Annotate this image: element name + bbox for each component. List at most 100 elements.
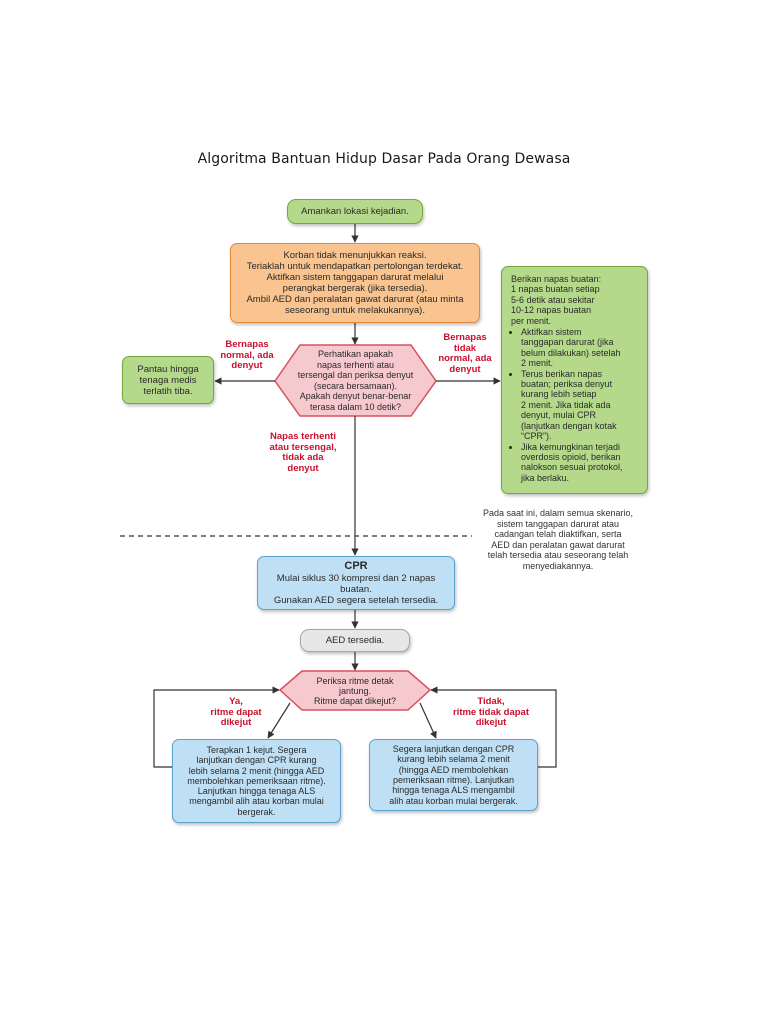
secure-location-box: Amankan lokasi kejadian. [287,199,423,224]
check-line: (secara bersamaan). [313,380,398,391]
check-line: tersengal dan periksa denyut [297,370,414,380]
label-nonshockable: Tidak, ritme tidak dapat dikejut [436,696,546,729]
nonshockable-line: alih atau korban mulai bergerak. [389,795,518,806]
breathing-intro-line: 1 napas buatan setiap [511,284,600,295]
label-line: Bernapas [225,339,269,350]
note-line: cadangan telah diaktifkan, serta [494,529,622,539]
unresponsive-line: seseorang untuk melakukannya). [285,305,425,316]
label-line: dikejut [220,717,252,728]
label-line: Napas terhenti [270,431,336,442]
monitor-line: tenaga medis [139,374,197,386]
rhythm-line: jantung. [338,685,372,696]
label-normal-pulse: Bernapas normal, ada denyut [214,339,280,372]
cpr-title: CPR [344,560,368,572]
unresponsive-line: Korban tidak menunjukkan reaksi. [283,250,427,261]
shockable-line: mengambil alih atau korban mulai [189,796,324,807]
check-decision-text: Perhatikan apakah napas terhenti atau te… [290,346,421,415]
unresponsive-line: Teriaklah untuk mendapatkan pertolongan … [246,261,464,272]
bullet-line: nalokson sesuai protokol, [521,462,623,473]
loop-shockable-to-rhythm [153,686,280,768]
nonshockable-line: (hingga AED membolehkan [398,764,509,775]
bullet-line: 2 menit. [521,358,554,369]
breathing-intro-line: Berikan napas buatan: [511,274,602,284]
note-line: AED dan peralatan gawat darurat [491,539,625,550]
label-line: denyut [231,360,263,371]
label-no-breath: Napas terhenti atau tersengal, tidak ada… [258,431,348,474]
note-line: telah tersedia atau seseorang telah [487,550,629,560]
label-shockable: Ya, ritme dapat dikejut [196,696,276,729]
bullet-line: (lanjutkan dengan kotak [521,420,617,431]
scenario-note: Pada saat ini, dalam semua skenario, sis… [468,508,648,571]
unresponsive-line: Aktifkan sistem tanggapan darurat melalu… [266,272,444,283]
loop-nonshockable-to-rhythm [430,686,557,768]
breathing-bullet: Terus berikan napas buatan; periksa deny… [521,369,623,442]
label-line: ritme tidak dapat [452,706,530,718]
bullet-line: overdosis opioid, berikan [521,451,621,462]
bullet-line: tanggapan darurat (jika [521,337,614,348]
breathing-intro-line: per menit. [511,315,552,326]
bullet-line: Aktifkan sistem [521,327,582,338]
bullet-line: Terus berikan napas [521,368,603,379]
label-line: tidak ada [282,452,324,463]
check-line: napas terhenti atau [316,359,395,370]
shockable-line: Terapkan 1 kejut. Segera [206,744,307,755]
page-title: Algoritma Bantuan Hidup Dasar Pada Orang… [197,151,571,167]
nonshockable-line: Segera lanjutkan dengan CPR [392,744,515,755]
monitor-box: Pantau hingga tenaga medis terlatih tiba… [122,356,214,404]
secure-location-text: Amankan lokasi kejadian. [301,206,409,217]
bullet-line: buatan; periksa denyut [521,379,613,390]
bullet-line: “CPR”). [521,431,552,442]
nonshockable-line: hingga tenaga ALS mengambil [392,785,515,796]
shockable-line: Lanjutkan hingga tenaga ALS [197,786,316,797]
cpr-box: CPR Mulai siklus 30 kompresi dan 2 napas… [257,556,455,610]
monitor-line: terlatih tiba. [143,385,193,397]
note-line: sistem tanggapan darurat atau [496,518,620,529]
shockable-line: lanjutkan dengan CPR kurang [196,755,317,766]
breathing-bullet: Aktifkan sistem tanggapan darurat (jika … [521,327,623,369]
cpr-line: Gunakan AED segera setelah tersedia. [273,595,439,606]
edge-rhythm-to-shockable [267,702,291,739]
breathing-intro-line: 5-6 detik atau sekitar [511,294,595,305]
nonshockable-action-box: Segera lanjutkan dengan CPR kurang lebih… [369,739,538,811]
note-line: Pada saat ini, dalam semua skenario, [482,508,634,518]
label-line: Tidak, [477,696,505,707]
edge-rhythm-to-nonshockable [419,702,437,739]
check-line: terasa dalam 10 detik? [309,401,402,412]
shockable-line: bergerak. [237,806,276,817]
breathing-bullet: Jika kemungkinan terjadi overdosis opioi… [521,442,623,484]
rhythm-decision-diamond [278,670,432,711]
breathing-bullet-list: Aktifkan sistem tanggapan darurat (jika … [511,327,623,483]
label-line: atau tersengal, [269,441,337,453]
shockable-line: membolehkan pemeriksaan ritme). [187,775,326,786]
nonshockable-line: pemeriksaan ritme). Lanjutkan [392,775,515,785]
shockable-action-box: Terapkan 1 kejut. Segera lanjutkan denga… [172,739,341,823]
bullet-line: denyut, mulai CPR [521,410,597,421]
label-line: denyut [287,462,319,474]
monitor-line: Pantau hingga [137,363,199,375]
cpr-line: buatan. [340,584,372,595]
label-line: dikejut [475,717,507,728]
breathing-intro-line: 10-12 napas buatan [511,305,592,316]
rhythm-line: Ritme dapat dikejut? [313,695,397,706]
bullet-line: jika berlaku. [521,472,570,483]
label-line: normal, ada [220,349,274,361]
cpr-line: Mulai siklus 30 kompresi dan 2 napas [276,573,436,584]
label-line: normal, ada [438,353,492,364]
bullet-line: Jika kemungkinan terjadi [521,441,621,452]
label-line: Bernapas [443,332,487,343]
label-abnormal-pulse: Bernapas tidak normal, ada denyut [432,332,498,375]
unresponsive-line: perangkat bergerak (jika tersedia). [282,283,428,294]
bullet-line: belum dilakukan) setelah [521,347,621,358]
aed-available-box: AED tersedia. [300,629,410,652]
nonshockable-line: kurang lebih selama 2 menit [397,754,510,765]
bullet-line: 2 menit. Jika tidak ada [521,399,611,410]
aed-available-text: AED tersedia. [325,635,385,646]
check-line: Apakah denyut benar-benar [299,391,412,401]
label-line: Ya, [229,696,243,707]
note-line: menyediakannya. [522,560,594,571]
check-line: Perhatikan apakah [317,349,394,359]
unresponsive-box: Korban tidak menunjukkan reaksi. Teriakl… [230,243,480,323]
label-line: tidak [453,342,477,354]
rhythm-line: Periksa ritme detak [316,675,394,686]
